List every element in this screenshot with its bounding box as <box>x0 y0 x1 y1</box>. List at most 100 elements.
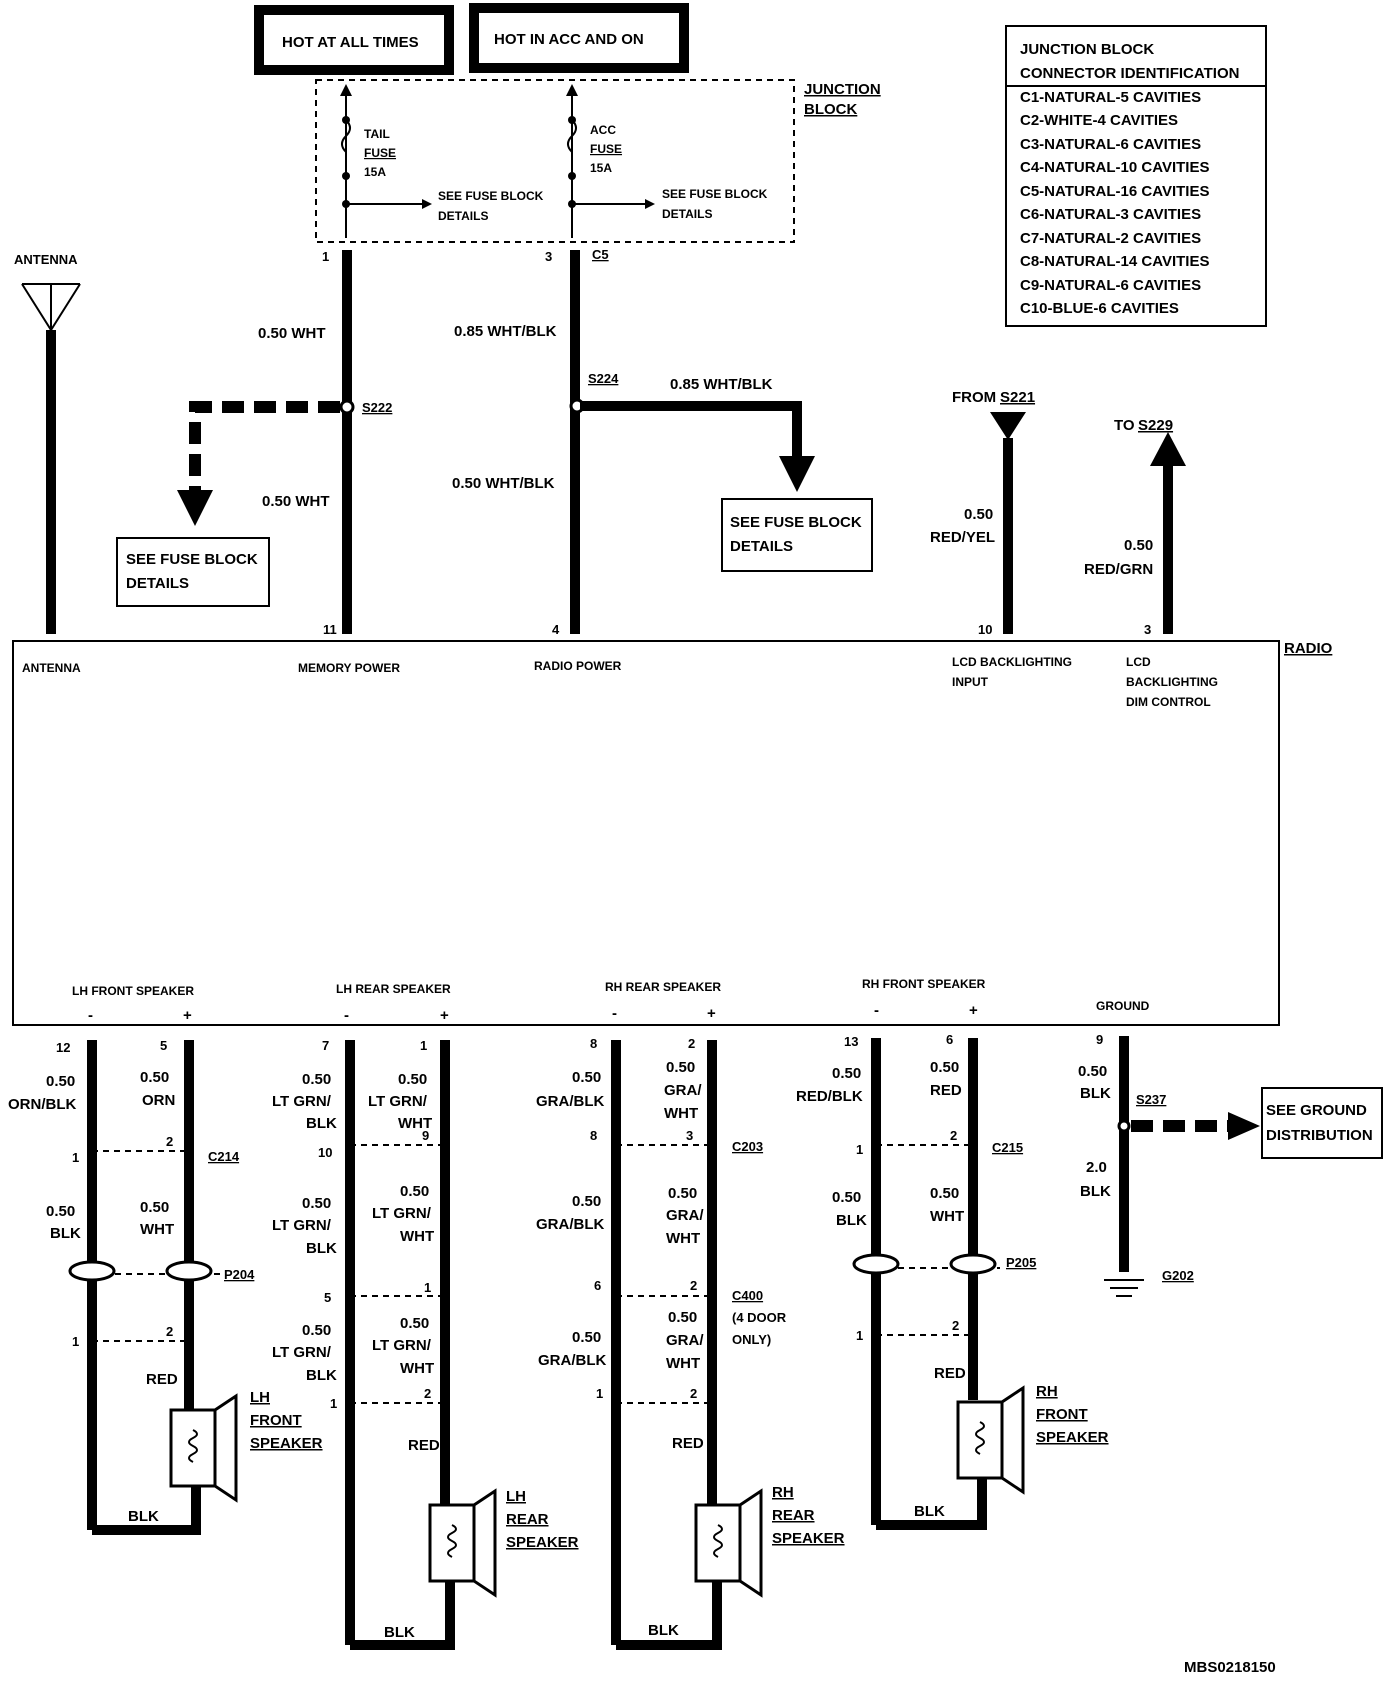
radio-power: RADIO POWER <box>534 659 622 673</box>
wire-050-wht-2: 0.50 WHT <box>262 493 330 510</box>
s222-branch <box>189 401 340 495</box>
lhr-m-g2: 0.50 <box>302 1195 331 1212</box>
hot-at-all-times-label: HOT AT ALL TIMES <box>282 34 419 51</box>
lhf-plus-gauge-2: 0.50 <box>140 1199 169 1216</box>
lhr-c400-5: 5 <box>324 1290 331 1305</box>
lhf-plus-color-2: WHT <box>140 1221 174 1238</box>
radio-rh-front-speaker: RH FRONT SPEAKER <box>862 977 986 991</box>
connector-row: C2-WHITE-4 CAVITIES <box>1020 112 1178 129</box>
rhf-red: RED <box>934 1365 966 1382</box>
lhr-speaker-3: SPEAKER <box>506 1534 579 1551</box>
lhr-m-c2b: BLK <box>306 1240 337 1257</box>
rhr-end-1: 1 <box>596 1386 603 1401</box>
rhr-c400-6: 6 <box>594 1278 601 1293</box>
radio-ground: GROUND <box>1096 999 1150 1013</box>
tail-fuse-label-1: TAIL <box>364 127 390 141</box>
see-ground-2: DISTRIBUTION <box>1266 1127 1373 1144</box>
lhf-minus-color-2: BLK <box>50 1225 81 1242</box>
pin-3: 3 <box>1144 622 1151 637</box>
rhr-speaker-1: RH <box>772 1484 794 1501</box>
acc-fuse <box>566 84 655 238</box>
s224-branch-wire-label: 0.85 WHT/BLK <box>670 376 773 393</box>
pin-4: 4 <box>552 622 560 637</box>
rhr-c203-8: 8 <box>590 1128 597 1143</box>
lhf-minus-gauge: 0.50 <box>46 1073 75 1090</box>
antenna-icon <box>21 283 81 332</box>
gnd-g1: 0.50 <box>1078 1063 1107 1080</box>
junction-block-title: JUNCTION <box>804 81 881 98</box>
connector-row: C1-NATURAL-5 CAVITIES <box>1020 89 1201 106</box>
wire-050-wht-blk: 0.50 WHT/BLK <box>452 475 555 492</box>
radio-box <box>12 640 1280 1026</box>
rhr-speaker-2: REAR <box>772 1507 815 1524</box>
s224-branch <box>580 401 802 460</box>
junction-block-title-2: BLOCK <box>804 101 857 118</box>
pin-9: 9 <box>1096 1032 1103 1047</box>
lhr-p-c3b: WHT <box>400 1360 434 1377</box>
radio-rh-rear-speaker: RH REAR SPEAKER <box>605 980 721 994</box>
rhr-c400-2: 2 <box>690 1278 697 1293</box>
see-fuse-block-right-2: DETAILS <box>730 538 793 555</box>
radio-lcd-dim-2: BACKLIGHTING <box>1126 675 1218 689</box>
radio-lh-rear-minus: - <box>344 1007 349 1024</box>
rh-rear-circuit <box>611 1040 722 1650</box>
ground-icon <box>1104 1279 1144 1297</box>
pin-11: 11 <box>323 622 337 637</box>
c203-label: C203 <box>732 1139 763 1154</box>
gnd-c1: BLK <box>1080 1085 1111 1102</box>
lhf-minus-gauge-2: 0.50 <box>46 1203 75 1220</box>
pin-6: 6 <box>946 1032 953 1047</box>
radio-rh-rear-plus: + <box>707 1005 716 1022</box>
rhf-p-g1: 0.50 <box>930 1059 959 1076</box>
rhf-speaker-2: FRONT <box>1036 1406 1088 1423</box>
radio-lh-front-plus: + <box>183 1007 192 1024</box>
lhr-m-g3: 0.50 <box>302 1322 331 1339</box>
see-ground-box <box>1261 1087 1383 1159</box>
rhf-m-c2: BLK <box>836 1212 867 1229</box>
pin-7: 7 <box>322 1038 329 1053</box>
gnd-c2: BLK <box>1080 1183 1111 1200</box>
rhr-m-c1: GRA/BLK <box>536 1093 604 1110</box>
lhf-speaker-3: SPEAKER <box>250 1435 323 1452</box>
see-fuse-block-right-1: SEE FUSE BLOCK <box>730 514 862 531</box>
lhf-plus-color: ORN <box>142 1092 175 1109</box>
rhr-c203-3: 3 <box>686 1128 693 1143</box>
to-s229-label: S229 <box>1138 417 1173 434</box>
see-fuse-block-left-2: DETAILS <box>126 575 189 592</box>
s222-splice <box>339 399 355 415</box>
rhr-m-g1: 0.50 <box>572 1069 601 1086</box>
connector-table-rows: C1-NATURAL-5 CAVITIES C2-WHITE-4 CAVITIE… <box>1020 89 1209 317</box>
rhf-m-g1: 0.50 <box>832 1065 861 1082</box>
lcd-dim-color: RED/GRN <box>1084 561 1153 578</box>
lhr-m-c1b: BLK <box>306 1115 337 1132</box>
radio-rh-rear-minus: - <box>612 1005 617 1022</box>
c215-label: C215 <box>992 1140 1023 1155</box>
diagram-code: MBS0218150 <box>1184 1659 1276 1676</box>
c400-note-1: (4 DOOR <box>732 1310 787 1325</box>
lhr-p-c3a: LT GRN/ <box>372 1337 432 1354</box>
rhr-p-c1b: WHT <box>664 1105 698 1122</box>
connector-table-header-1: JUNCTION BLOCK <box>1020 41 1154 58</box>
tail-fuse <box>340 84 432 238</box>
radio-lcd-input-2: INPUT <box>952 675 989 689</box>
lhr-speaker-2: REAR <box>506 1511 549 1528</box>
pin-1-label: 1 <box>322 249 329 264</box>
lhr-p-g1: 0.50 <box>398 1071 427 1088</box>
speaker-icon <box>694 1488 763 1598</box>
rhf-m-g2: 0.50 <box>832 1189 861 1206</box>
lhf-red: RED <box>146 1371 178 1388</box>
lhr-end-2: 2 <box>424 1386 431 1401</box>
tail-fuse-label-3: 15A <box>364 165 386 179</box>
rhf-blk: BLK <box>914 1503 945 1520</box>
radio-lh-rear-speaker: LH REAR SPEAKER <box>336 982 451 996</box>
hot-in-acc-box <box>469 3 689 73</box>
junction-block-outline <box>315 79 795 243</box>
pin-5: 5 <box>160 1038 167 1053</box>
see-fuse-block-left <box>116 537 270 607</box>
p204-label: P204 <box>224 1267 255 1282</box>
lhr-p-g3: 0.50 <box>400 1315 429 1332</box>
lhf-p-2: 2 <box>166 1324 173 1339</box>
radio-lcd-dim-1: LCD <box>1126 655 1151 669</box>
radio-label: RADIO <box>1284 640 1333 657</box>
lhf-p-1: 1 <box>72 1334 79 1349</box>
